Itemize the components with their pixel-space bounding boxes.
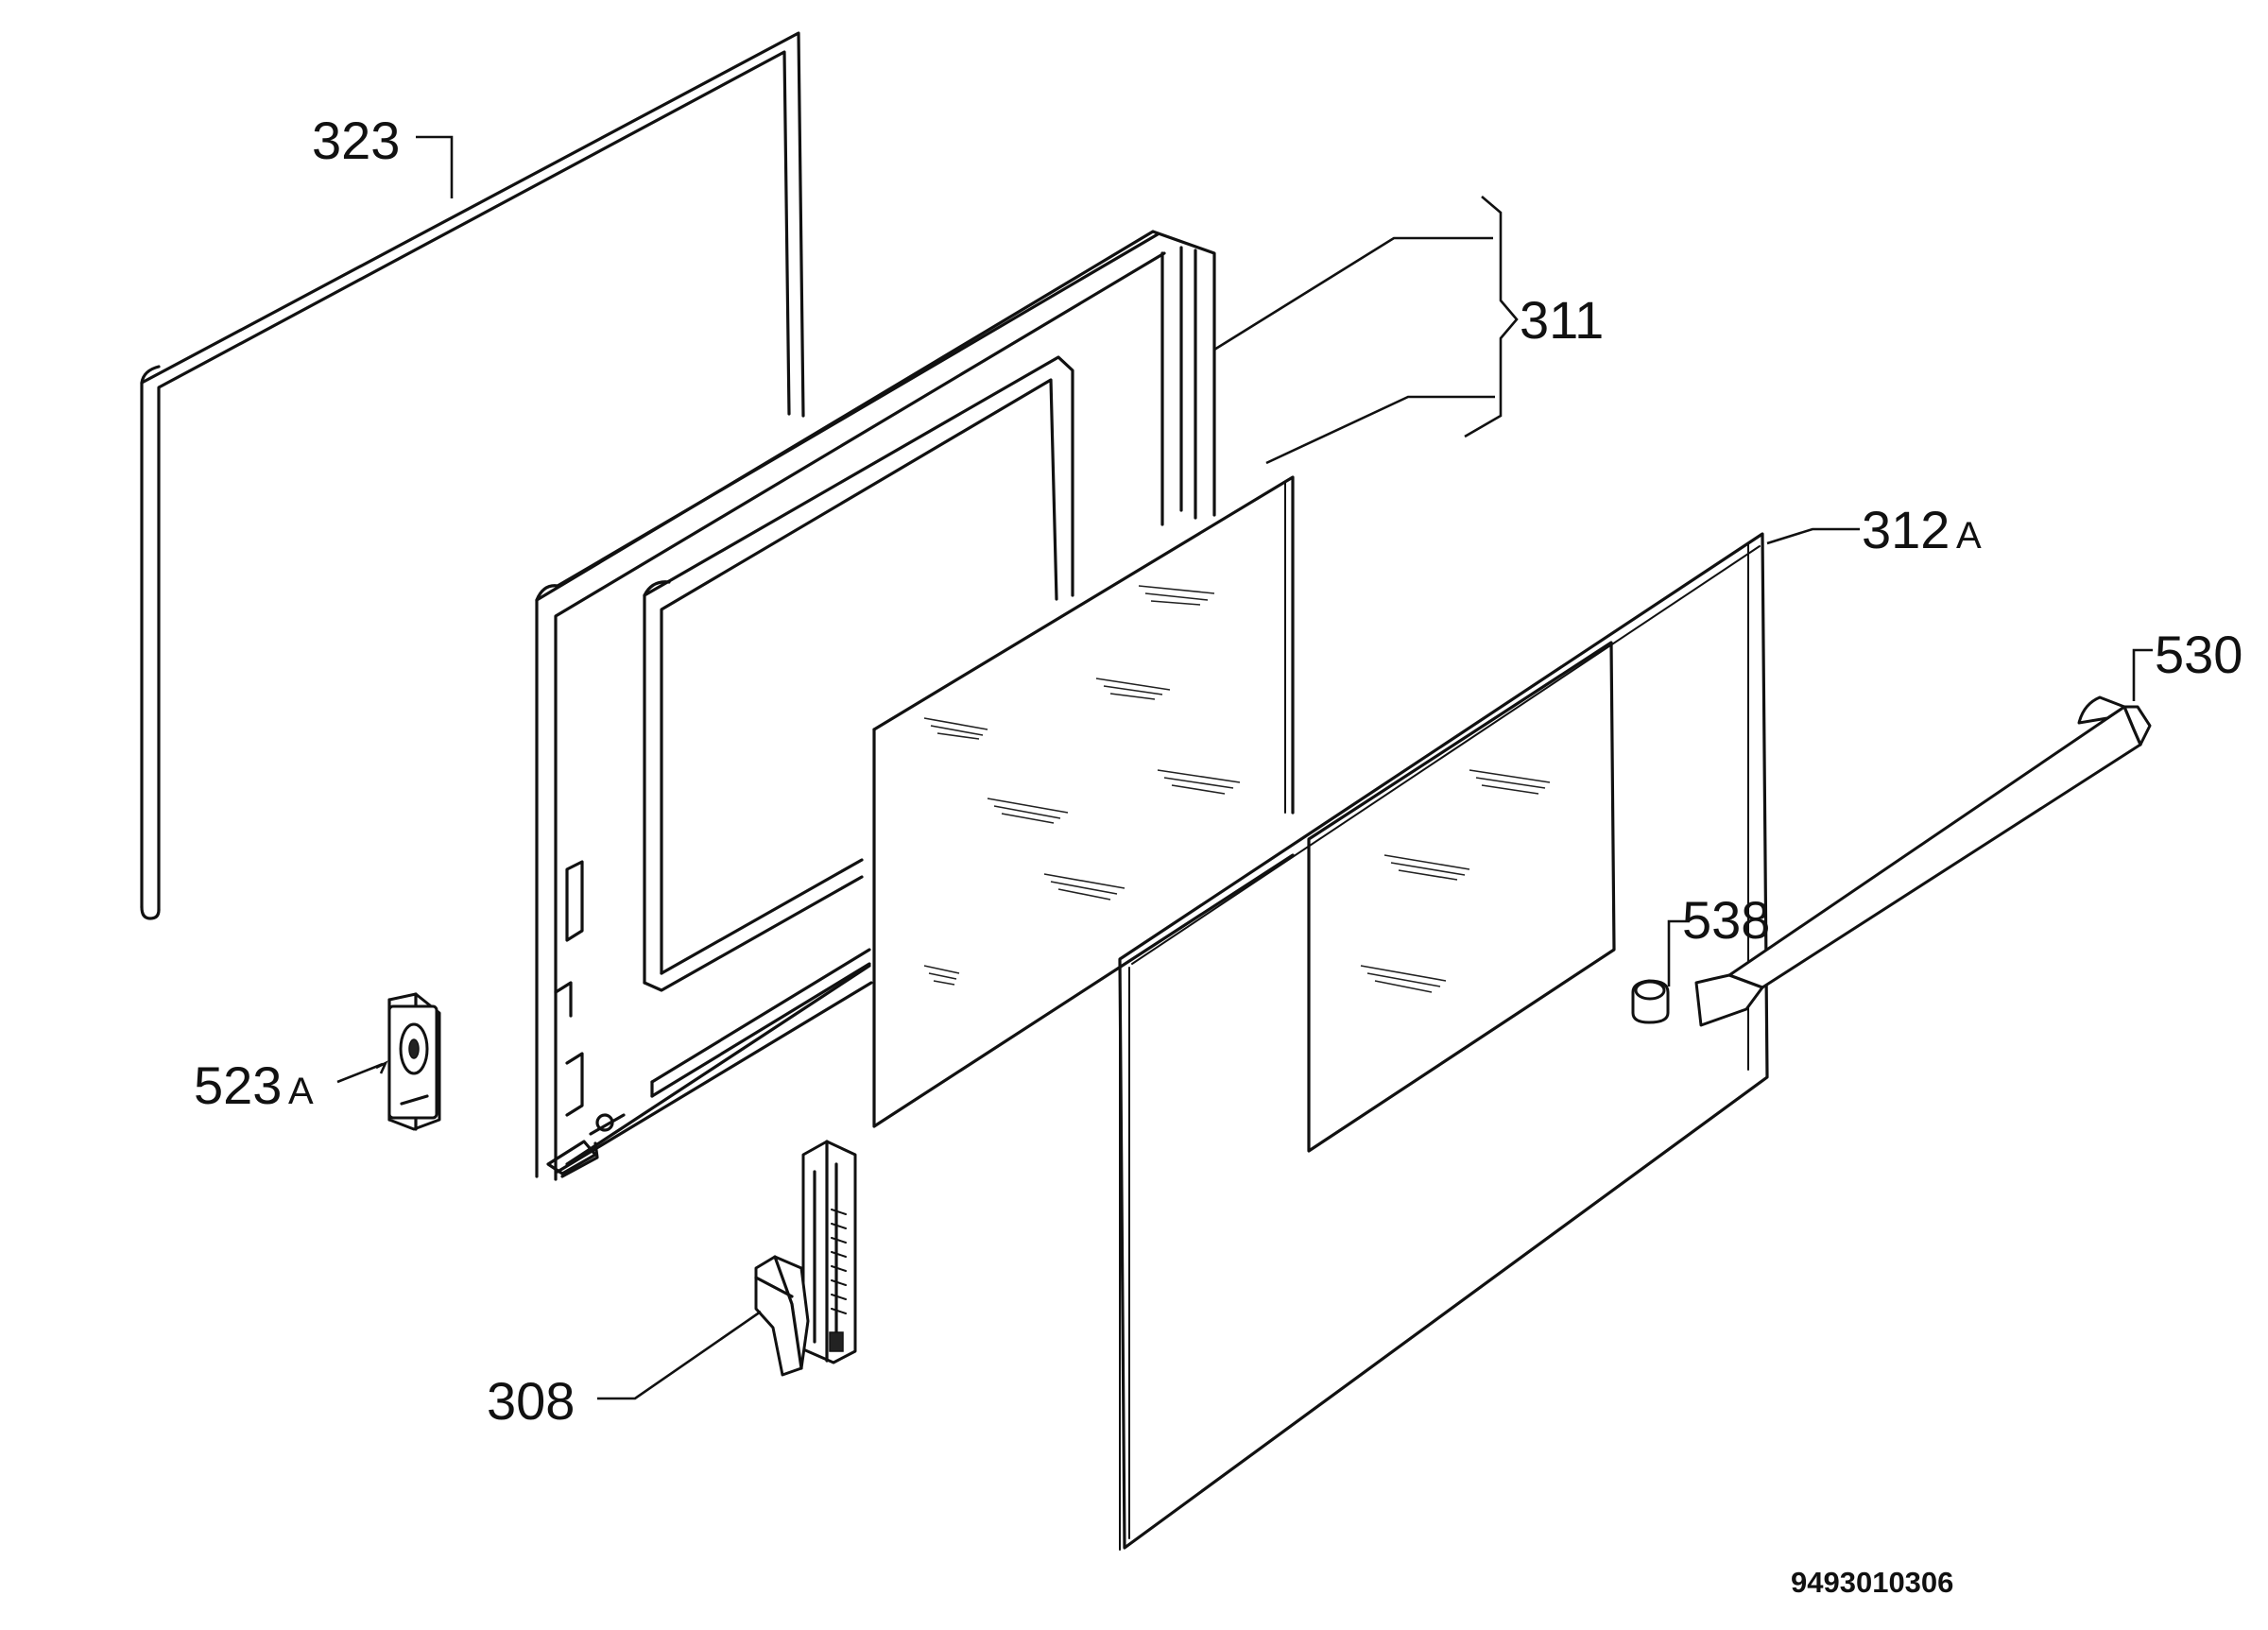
part-523A-hinge-bracket[interactable] <box>387 992 441 1131</box>
part-308-door-hinge[interactable] <box>754 1140 857 1377</box>
label-323: 323 <box>312 111 400 170</box>
part-311-inner-frame[interactable] <box>535 230 1216 1181</box>
label-523: 523 <box>194 1055 282 1115</box>
glass-reflection-marks <box>1360 769 1551 993</box>
label-530: 530 <box>2155 625 2242 684</box>
label-308: 308 <box>487 1371 575 1431</box>
glass-reflection-marks <box>923 585 1241 986</box>
part-labels: 323 311 312 A 530 538 523 A 308 <box>194 111 2242 1431</box>
part-538-spacer[interactable] <box>1631 979 1670 1024</box>
part-311-glass-pane[interactable] <box>872 475 1295 1128</box>
label-312-suffix: A <box>1956 515 1982 557</box>
label-311: 311 <box>1520 290 1604 350</box>
label-523-suffix: A <box>288 1071 314 1112</box>
part-323-door-seal[interactable] <box>140 31 805 920</box>
document-number: 9493010306 <box>1791 1566 1953 1599</box>
leader-lines <box>336 135 2153 1400</box>
part-312A-outer-glass[interactable] <box>1118 532 1769 1551</box>
label-538: 538 <box>1682 890 1770 950</box>
label-312: 312 <box>1862 500 1950 559</box>
part-530-handle[interactable] <box>1694 695 2152 1027</box>
